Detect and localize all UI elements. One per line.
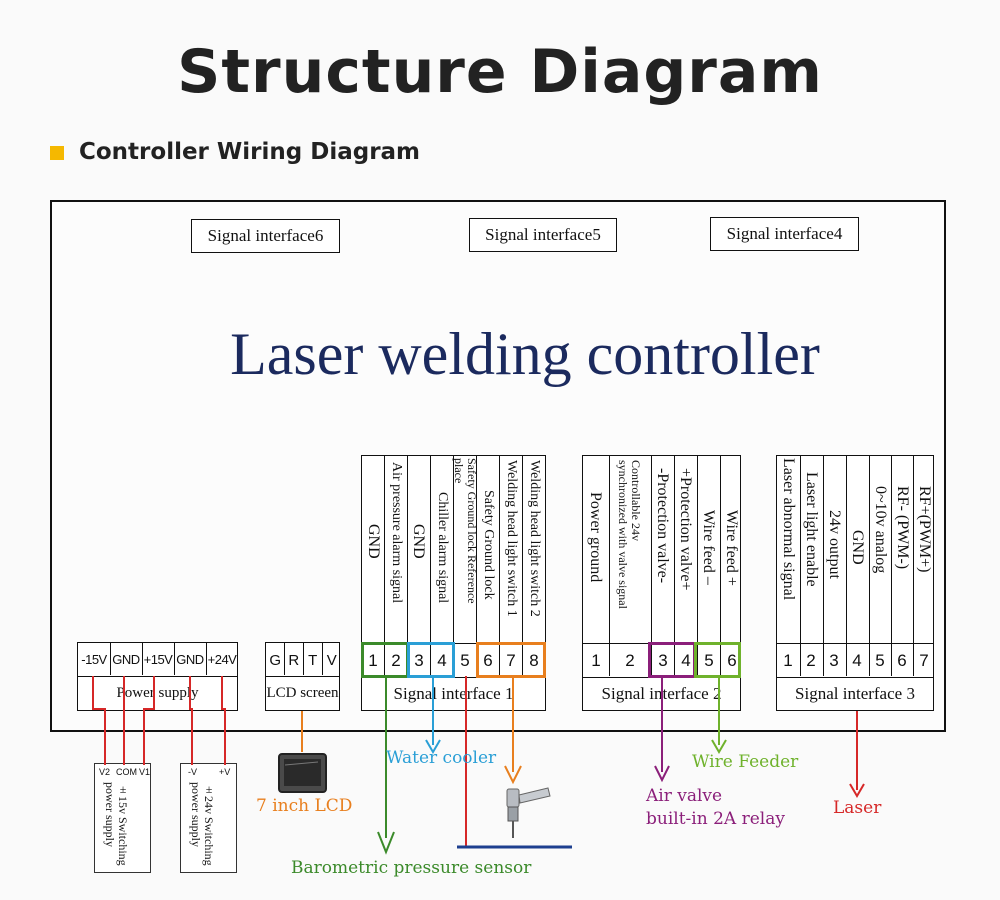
signal-interface-6: Signal interface6 <box>191 219 340 253</box>
if2-label-2: Controllable 24v synchronized with valve… <box>616 460 643 609</box>
if3-label-4: GND <box>849 530 866 565</box>
if3-pin-1: 1 <box>783 651 793 670</box>
if2-label-4: +Protection valve+ <box>677 468 694 591</box>
supply-15v-box: V2 COM V1 ±15v Switching power supply <box>94 763 151 873</box>
if1-label-5: Safety Ground lock Reference place <box>452 458 479 604</box>
label-7-inch-lcd: 7 inch LCD <box>256 796 353 816</box>
if3-label-3: 24v output <box>826 510 843 579</box>
if2-label-3: -Protection valve- <box>654 468 671 584</box>
power-supply-block: -15V GND +15V GND +24V Power supply <box>77 642 238 711</box>
if1-label-1: GND <box>365 524 382 559</box>
if1-label-7: Welding head light switch 1 <box>504 460 519 617</box>
label-air-valve: Air valve <box>646 786 723 806</box>
if3-pin-6: 6 <box>897 651 907 670</box>
if1-label-6: Safety Ground lock <box>481 490 496 600</box>
ps-pin-3: +15V <box>143 652 173 667</box>
page-title: Structure Diagram <box>177 37 823 107</box>
if3-pin-3: 3 <box>829 651 839 670</box>
label-barometric-sensor: Barometric pressure sensor <box>291 858 532 878</box>
lcd-pin-g: G <box>269 652 281 669</box>
lcd-pin-t: T <box>308 652 317 669</box>
if2-pin-4: 4 <box>681 651 691 670</box>
if1-label-4: Chiller alarm signal <box>435 492 450 604</box>
if1-group-blue <box>407 642 455 678</box>
safety-ground-wire <box>457 676 572 849</box>
supply-24v-text: ±24v Switching power supply <box>189 782 216 866</box>
if3-caption: Signal interface 3 <box>795 684 915 703</box>
water-cooler-wire <box>425 676 441 754</box>
if3-pin-5: 5 <box>875 651 885 670</box>
lcd-pin-v: V <box>326 652 337 669</box>
welding-head-wire <box>504 676 522 785</box>
barometric-wire <box>377 676 395 855</box>
if3-label-2: Laser light enable <box>803 472 820 587</box>
if2-pin-1: 1 <box>591 651 601 670</box>
section-marker <box>50 146 64 160</box>
supply-15v-text: ±15v Switching power supply <box>103 782 130 866</box>
label-water-cooler: Water cooler <box>386 748 497 768</box>
ps-pin-4: GND <box>176 652 204 667</box>
lcd-caption: LCD screen <box>266 685 339 701</box>
if1-label-3: GND <box>410 524 427 559</box>
if3-label-1: Laser abnormal signal <box>780 458 797 601</box>
label-laser: Laser <box>833 798 882 818</box>
if3-pin-2: 2 <box>806 651 816 670</box>
if3-pin-7: 7 <box>919 651 929 670</box>
if1-pin-2: 2 <box>391 651 401 670</box>
if3-pin-4: 4 <box>852 651 862 670</box>
label-air-valve-relay: built-in 2A relay <box>646 809 785 829</box>
if1-pin-8: 8 <box>529 651 539 670</box>
if3-label-5: 0~10v analog <box>872 486 889 574</box>
section-title: Controller Wiring Diagram <box>79 139 421 165</box>
lcd-pin-r: R <box>288 652 299 669</box>
if2-pin-3: 3 <box>658 651 668 670</box>
signal-interface-3-block: Laser abnormal signal Laser light enable… <box>776 455 934 711</box>
if2-pin-6: 6 <box>727 651 737 670</box>
controller-name: Laser welding controller <box>230 321 820 387</box>
ps-caption: Power supply <box>116 685 199 701</box>
if2-label-1: Power ground <box>587 492 604 583</box>
lcd-7inch-icon <box>278 753 327 793</box>
air-valve-wire <box>654 676 670 783</box>
if1-pin-7: 7 <box>506 651 516 670</box>
supply-24v-term-2: +V <box>219 767 231 777</box>
if1-pin-1: 1 <box>368 651 378 670</box>
welding-gun-icon <box>506 787 551 838</box>
lcd-screen-block: G R T V LCD screen <box>265 642 340 711</box>
ps-pin-2: GND <box>112 652 140 667</box>
if1-pin-4: 4 <box>437 651 447 670</box>
if2-pin-5: 5 <box>704 651 714 670</box>
if1-label-8: Welding head light switch 2 <box>527 460 542 617</box>
if2-pin-2: 2 <box>625 651 635 670</box>
wire-feeder-wire <box>711 676 727 754</box>
signal-interface-4: Signal interface4 <box>710 217 859 251</box>
if3-label-7: RF+(PWM+) <box>916 486 933 573</box>
if3-label-6: RF- (PWM-) <box>894 486 911 570</box>
label-wire-feeder: Wire Feeder <box>692 752 799 772</box>
if1-pin-6: 6 <box>483 651 493 670</box>
supply-15v-term-2: COM <box>116 767 137 777</box>
laser-wire <box>849 711 865 798</box>
if1-label-2: Air pressure alarm signal <box>389 462 404 604</box>
ps-pin-1: -15V <box>81 652 107 667</box>
if1-pin-3: 3 <box>414 651 424 670</box>
if2-label-5: Wire feed – <box>700 510 717 585</box>
if1-pin-5: 5 <box>460 651 470 670</box>
supply-24v-box: -V +V ±24v Switching power supply <box>180 763 237 873</box>
if1-caption: Signal interface 1 <box>393 684 514 703</box>
signal-interface-5: Signal interface5 <box>469 218 617 252</box>
supply-24v-term-1: -V <box>188 767 197 777</box>
ps-pin-5: +24V <box>207 652 237 667</box>
supply-15v-term-1: V2 <box>99 767 111 777</box>
if2-label-6: Wire feed + <box>723 510 740 586</box>
if2-group-lime <box>694 642 741 678</box>
if1-group-orange <box>476 642 546 678</box>
power-wires <box>92 676 226 765</box>
supply-15v-term-3: V1 <box>139 767 151 777</box>
